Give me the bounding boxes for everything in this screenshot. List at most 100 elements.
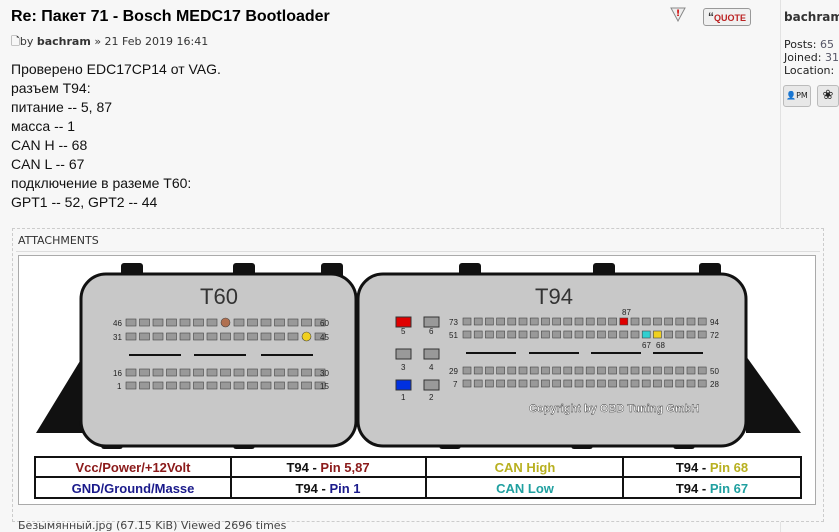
t94-label: T94: [535, 284, 573, 309]
post-title[interactable]: Re: Пакет 71 - Bosch MEDC17 Bootloader: [11, 8, 330, 25]
body-line: масса -- 1: [11, 118, 76, 134]
pin: [563, 379, 573, 388]
pin: [563, 366, 573, 375]
cell-power: Vcc/Power/+12Volt: [75, 460, 191, 475]
pin: [274, 368, 285, 377]
pin-label: 45: [320, 333, 329, 342]
diagram-shape: [35, 457, 801, 498]
pin: [552, 366, 561, 375]
pin: [529, 379, 539, 388]
pin: [630, 317, 640, 326]
pin: [485, 366, 494, 375]
pin: [507, 317, 517, 326]
pin: [496, 317, 505, 326]
pin: [529, 317, 539, 326]
pin: [287, 381, 299, 390]
cell-canl-pin: T94 - Pin 67: [676, 481, 748, 496]
pin: [597, 379, 606, 388]
pin-value: Pin 1: [329, 481, 360, 496]
pin: [260, 381, 272, 390]
pin: [608, 379, 617, 388]
pin-label: 2: [429, 393, 434, 402]
pin: [574, 317, 584, 326]
pin: [585, 330, 595, 339]
attachment-caption: Безымянный.jpg (67.15 KiB) Viewed 2696 t…: [18, 519, 287, 532]
pin: [233, 318, 245, 327]
pin-label: 5: [401, 327, 406, 336]
pin-value: Pin 5,87: [320, 460, 369, 475]
pin-label: 68: [656, 341, 665, 350]
pin: [301, 368, 312, 377]
pin: [597, 317, 606, 326]
joined-value: 31: [824, 51, 839, 64]
pin: [247, 318, 258, 327]
pm-label: PM: [796, 91, 808, 100]
t60-label: T60: [200, 284, 238, 309]
report-icon[interactable]: !: [670, 6, 686, 22]
pin: [608, 366, 617, 375]
pin: [496, 366, 505, 375]
pin: [496, 379, 505, 388]
pin: [233, 332, 245, 341]
website-button[interactable]: ❀: [817, 85, 839, 107]
pin: [462, 330, 472, 339]
pin-value: Pin 68: [710, 460, 748, 475]
pin: [179, 332, 191, 341]
pin: [518, 317, 528, 326]
pin: [206, 318, 218, 327]
pin: [139, 368, 150, 377]
pin: [608, 330, 617, 339]
pin: [630, 379, 640, 388]
pin: [152, 368, 164, 377]
pin: [179, 318, 191, 327]
profile-name[interactable]: bachram: [784, 10, 839, 24]
pin: [462, 379, 472, 388]
pin: [166, 381, 177, 390]
t94-prefix: T94 -: [295, 481, 329, 496]
pin: [206, 381, 218, 390]
location-label: Location:: [784, 64, 835, 77]
pin: [563, 330, 573, 339]
pin-label: 60: [320, 319, 329, 328]
divider: [16, 251, 820, 252]
pin: [287, 368, 299, 377]
posts-count[interactable]: 65: [819, 38, 834, 51]
pin: [653, 330, 662, 339]
pin: [220, 381, 231, 390]
pin: [485, 317, 494, 326]
pin: [125, 381, 137, 390]
author-link[interactable]: bachram: [36, 35, 91, 48]
pin: [462, 317, 472, 326]
pin: [314, 368, 326, 377]
pin: [585, 379, 595, 388]
pin: [686, 330, 696, 339]
pin-label: 30: [320, 369, 329, 378]
pin-6: [423, 316, 440, 328]
cell-canh-pin: T94 - Pin 68: [676, 460, 748, 475]
pin: [247, 381, 258, 390]
pin: [507, 366, 517, 375]
pin-label: 87: [622, 308, 631, 317]
pin: [529, 330, 539, 339]
pin-label: 15: [320, 382, 329, 391]
user-icon: 👤: [786, 91, 797, 100]
pin: [274, 381, 285, 390]
pin: [301, 331, 312, 342]
quote-button[interactable]: “QUOTE: [703, 8, 752, 26]
body-line: подключение в раземе Т60:: [11, 175, 192, 191]
pin: [179, 381, 191, 390]
pin: [641, 366, 651, 375]
pin: [125, 332, 137, 341]
pm-button[interactable]: 👤PM: [783, 85, 811, 107]
pin: [139, 381, 150, 390]
post-date: » 21 Feb 2019 16:41: [94, 35, 209, 48]
cell-ground-pin: T94 - Pin 1: [295, 481, 360, 496]
pin: [574, 379, 584, 388]
pin-label: 51: [449, 331, 458, 340]
pin: [675, 366, 685, 375]
pin: [641, 379, 651, 388]
pin: [166, 318, 177, 327]
